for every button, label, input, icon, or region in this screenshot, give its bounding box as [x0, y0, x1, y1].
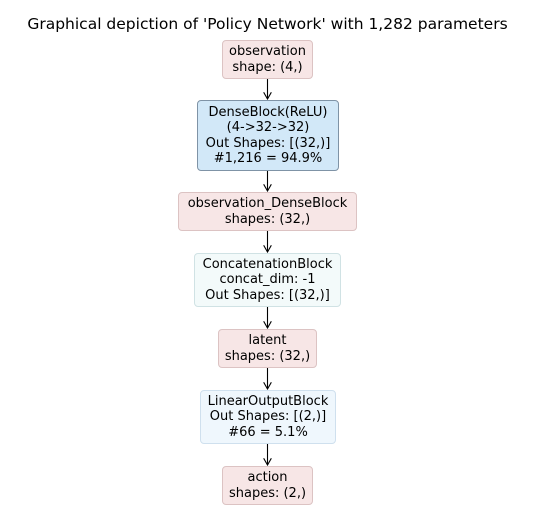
node-observation-shape: shape: (4,): [232, 59, 303, 75]
node-observation-name: observation: [229, 44, 306, 60]
node-linear-output-block-params: #66 = 5.1%: [228, 424, 308, 440]
diagram-title: Graphical depiction of 'Policy Network' …: [27, 15, 508, 33]
node-latent-name: latent: [248, 333, 287, 349]
node-concatenation-block-name: ConcatenationBlock: [202, 256, 333, 272]
node-concatenation-block-dim: concat_dim: -1: [219, 272, 316, 288]
node-action: action shapes: (2,): [222, 466, 313, 505]
node-concatenation-block-out-shapes: Out Shapes: [(32,)]: [205, 287, 330, 303]
node-linear-output-block: LinearOutputBlock Out Shapes: [(2,)] #66…: [200, 390, 336, 444]
node-linear-output-block-out-shapes: Out Shapes: [(2,)]: [209, 409, 327, 425]
node-dense-block-params: #1,216 = 94.9%: [213, 150, 323, 166]
node-linear-output-block-name: LinearOutputBlock: [207, 393, 329, 409]
node-dense-block-name: DenseBlock(ReLU): [208, 104, 328, 120]
node-observation-denseblock-shapes: shapes: (32,): [224, 211, 311, 227]
node-action-shapes: shapes: (2,): [228, 485, 307, 501]
node-observation-denseblock: observation_DenseBlock shapes: (32,): [178, 192, 357, 231]
node-observation: observation shape: (4,): [222, 40, 313, 79]
node-observation-denseblock-name: observation_DenseBlock: [187, 196, 348, 212]
node-action-name: action: [247, 470, 288, 486]
node-dense-block: DenseBlock(ReLU) (4->32->32) Out Shapes:…: [197, 100, 339, 171]
node-latent: latent shapes: (32,): [218, 329, 317, 368]
node-latent-shapes: shapes: (32,): [224, 348, 311, 364]
node-concatenation-block: ConcatenationBlock concat_dim: -1 Out Sh…: [194, 253, 341, 307]
node-dense-block-dims: (4->32->32): [226, 120, 310, 136]
node-dense-block-out-shapes: Out Shapes: [(32,)]: [205, 135, 331, 151]
